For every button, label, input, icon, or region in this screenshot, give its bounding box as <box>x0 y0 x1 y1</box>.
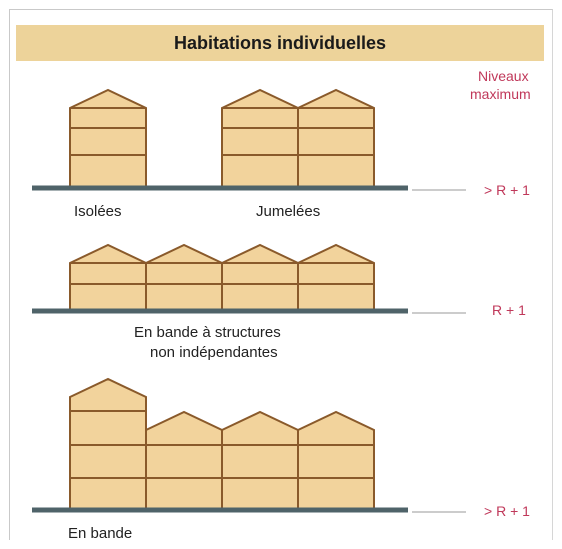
terraced-house-3 <box>221 243 299 311</box>
diagram-frame <box>9 9 553 540</box>
row-2 <box>69 243 375 311</box>
label-isolees: Isolées <box>74 203 122 220</box>
terraced-house-4 <box>297 243 375 311</box>
house-semi-detached-right <box>297 88 375 189</box>
label-terraced-line1: En bande à structures <box>134 324 281 341</box>
label-terraced-line2: non indépendantes <box>150 344 278 361</box>
row-house-tall <box>69 377 147 510</box>
levels-row-1: > R + 1 <box>484 182 530 198</box>
label-en-bande: En bande <box>68 525 133 542</box>
levels-header-line1: Niveaux <box>478 68 529 84</box>
row-house-2 <box>145 410 223 510</box>
terraced-house-1 <box>69 243 147 311</box>
levels-row-3: > R + 1 <box>484 503 530 519</box>
house-semi-detached-left <box>221 88 299 189</box>
house-isolated <box>69 88 147 189</box>
terraced-house-2 <box>145 243 223 311</box>
row-1 <box>69 88 375 189</box>
title-banner: Habitations individuelles <box>16 25 544 61</box>
label-jumelees: Jumelées <box>256 203 321 220</box>
levels-row-2: R + 1 <box>492 302 526 318</box>
row-house-3 <box>221 410 299 510</box>
diagram-title: Habitations individuelles <box>173 32 387 53</box>
row-3 <box>69 377 375 510</box>
levels-header-line2: maximum <box>470 86 531 102</box>
row-house-4 <box>297 410 375 510</box>
